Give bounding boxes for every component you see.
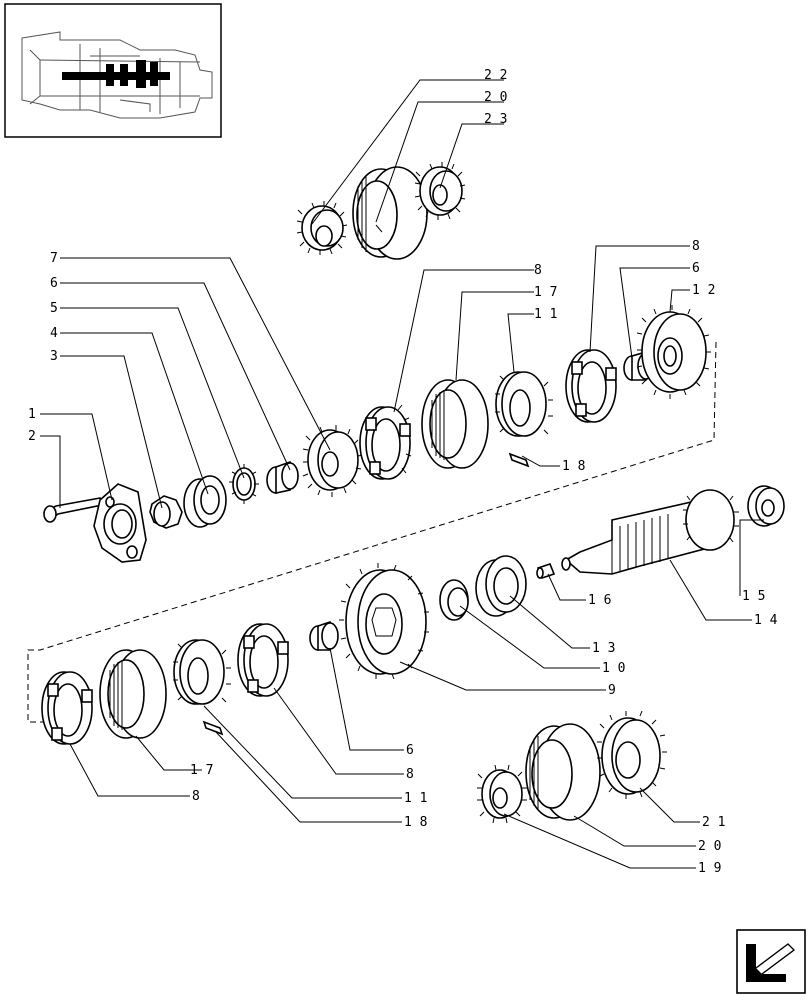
gear-12 bbox=[636, 305, 711, 399]
callout-11: 1 1 bbox=[404, 791, 427, 806]
callout-13: 1 3 bbox=[592, 641, 615, 656]
hub-11a bbox=[495, 371, 553, 437]
gear-19 bbox=[477, 764, 527, 824]
synchro-ring-8b bbox=[565, 349, 617, 423]
callout-14: 1 4 bbox=[754, 613, 778, 628]
callout-20: 2 0 bbox=[698, 839, 721, 854]
callout-labels: 2 2 2 0 2 3 7 6 5 4 3 1 2 8 1 7 1 1 8 6 … bbox=[28, 68, 778, 876]
callout-8: 8 bbox=[406, 767, 414, 782]
bushing-6-left bbox=[266, 461, 299, 494]
callout-12: 1 2 bbox=[692, 283, 715, 298]
callout-17: 1 7 bbox=[190, 763, 213, 778]
callout-21: 2 1 bbox=[702, 815, 725, 830]
leader-lines bbox=[40, 79, 764, 869]
arrow-page-icon[interactable] bbox=[736, 929, 806, 994]
gear-9 bbox=[339, 563, 429, 680]
callout-10: 1 0 bbox=[602, 661, 625, 676]
synchro-ring-8d bbox=[41, 671, 93, 745]
gear-7 bbox=[302, 425, 364, 497]
callout-11: 1 1 bbox=[534, 307, 557, 322]
callout-3: 3 bbox=[50, 349, 58, 364]
gear-22 bbox=[296, 201, 348, 255]
key-18a bbox=[508, 452, 530, 468]
bushing-6-lower bbox=[309, 621, 339, 651]
callout-8: 8 bbox=[692, 239, 700, 254]
hub-11b bbox=[173, 639, 231, 705]
callout-6: 6 bbox=[50, 276, 58, 291]
key-18b bbox=[202, 720, 224, 736]
needle-bearing-5 bbox=[229, 464, 259, 504]
ring-10 bbox=[439, 579, 469, 621]
gear-21 bbox=[597, 710, 667, 799]
callout-17: 1 7 bbox=[534, 285, 557, 300]
callout-8: 8 bbox=[534, 263, 542, 278]
synchro-ring-8a bbox=[359, 404, 412, 480]
callout-5: 5 bbox=[50, 301, 58, 316]
bearing-4 bbox=[183, 475, 227, 528]
callout-15: 1 5 bbox=[742, 589, 765, 604]
mainshaft-14 bbox=[561, 489, 739, 575]
gear-23 bbox=[414, 162, 466, 220]
callout-2: 2 bbox=[28, 429, 36, 444]
callout-7: 7 bbox=[50, 251, 58, 266]
callout-18: 1 8 bbox=[562, 459, 585, 474]
callout-9: 9 bbox=[608, 683, 616, 698]
callout-6: 6 bbox=[692, 261, 700, 276]
synchro-sleeve-20-top bbox=[352, 166, 428, 260]
callout-8: 8 bbox=[192, 789, 200, 804]
callout-23: 2 3 bbox=[484, 112, 507, 127]
bearing-13 bbox=[475, 555, 527, 617]
callout-6: 6 bbox=[406, 743, 414, 758]
pin-16 bbox=[536, 563, 556, 579]
callout-4: 4 bbox=[50, 326, 58, 341]
callout-19: 1 9 bbox=[698, 861, 721, 876]
bearing-15 bbox=[747, 485, 785, 527]
callout-20: 2 0 bbox=[484, 90, 507, 105]
callout-18: 1 8 bbox=[404, 815, 427, 830]
sleeve-17a bbox=[421, 379, 489, 469]
callout-22: 2 2 bbox=[484, 68, 507, 83]
transmission-location-thumbnail bbox=[4, 3, 222, 138]
synchro-ring-8c bbox=[237, 623, 289, 697]
sleeve-17b bbox=[99, 649, 167, 739]
callout-16: 1 6 bbox=[588, 593, 611, 608]
bolt-2 bbox=[43, 497, 104, 523]
synchro-sleeve-20-bottom bbox=[525, 723, 601, 821]
callout-1: 1 bbox=[28, 407, 36, 422]
nut-3 bbox=[149, 495, 183, 529]
flange-1 bbox=[93, 483, 147, 563]
